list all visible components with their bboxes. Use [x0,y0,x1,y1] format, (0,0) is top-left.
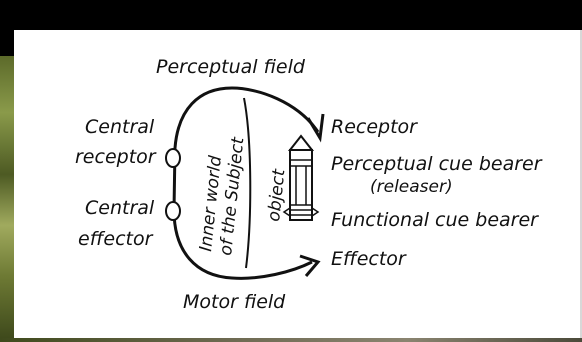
object-bar [282,134,320,221]
central-effector-label-2: effector [78,228,153,250]
object-label: object [264,167,290,223]
receptor-label: Receptor [331,116,417,138]
central-effector-circle [165,201,181,221]
central-receptor-label-1: Central [85,116,155,138]
releaser-label: (releaser) [370,177,453,197]
top-arrowhead [306,113,325,143]
central-receptor-circle [165,148,181,168]
background-photo-strip [0,56,14,338]
central-receptor-label-2: receptor [75,146,156,168]
effector-label: Effector [331,248,406,270]
bottom-arrowhead [299,254,321,277]
motor-field-label: Motor field [183,291,286,313]
perceptual-cue-bearer-label: Perceptual cue bearer [331,153,542,175]
inner-divider [243,97,252,269]
central-effector-label-1: Central [85,197,155,219]
panel-edge [580,30,582,342]
outer-loop [172,86,320,280]
functional-cue-bearer-label: Functional cue bearer [331,209,538,231]
perceptual-field-label: Perceptual field [156,56,305,78]
bottom-photo-strip [0,338,582,342]
